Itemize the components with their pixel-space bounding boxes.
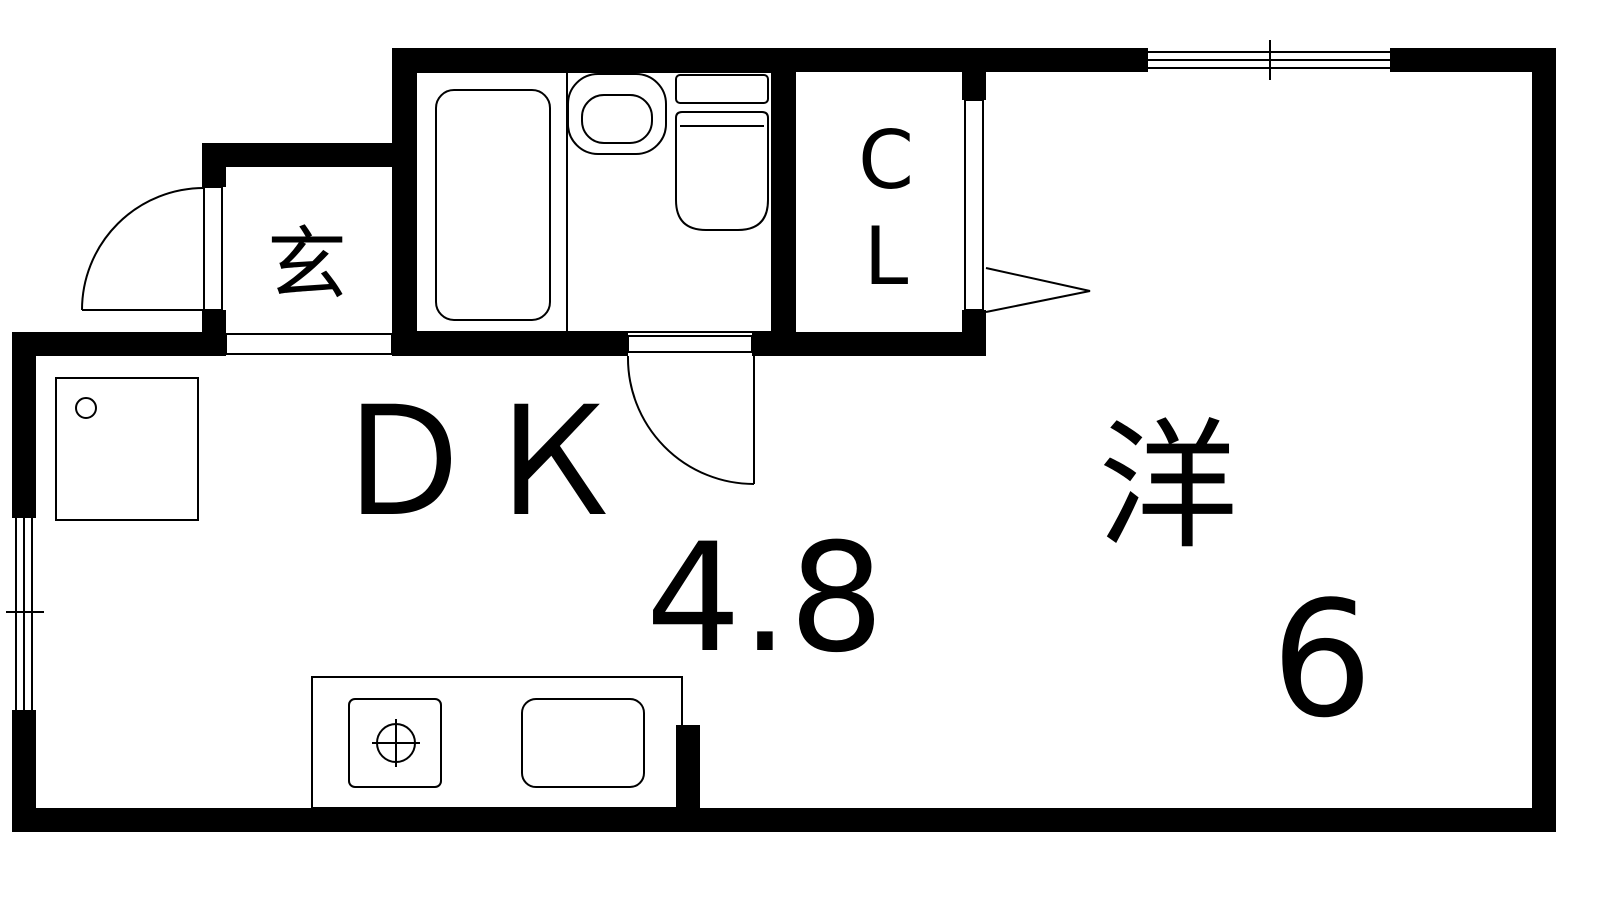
- kitchen-sink: [521, 698, 645, 788]
- stove: [348, 698, 442, 788]
- bathtub: [435, 89, 551, 321]
- dk-label: ＤＫ: [328, 376, 628, 550]
- toilet-tank: [675, 74, 769, 104]
- western-room-label: 洋: [1098, 406, 1238, 569]
- toilet: [675, 111, 769, 231]
- bathroom-unit: [415, 71, 773, 333]
- dk-size: 4.8: [646, 512, 885, 686]
- bathroom-door: [626, 335, 755, 485]
- entrance-door: [81, 186, 393, 355]
- closet-label-c: C: [858, 114, 914, 207]
- western-room-size: 6: [1271, 566, 1373, 753]
- window-top: [1148, 40, 1390, 80]
- fixtures: [6, 40, 1390, 809]
- walls: [12, 48, 1556, 832]
- refrigerator: [55, 377, 199, 521]
- kitchen-counter: [311, 676, 683, 809]
- closet-label-l: L: [864, 210, 909, 303]
- entrance-label: 玄: [267, 218, 347, 311]
- labels: 玄 C L ＤＫ 4.8 洋 6: [267, 114, 1373, 753]
- closet-door: [964, 99, 1091, 313]
- window-left: [6, 518, 44, 710]
- sink: [567, 73, 667, 155]
